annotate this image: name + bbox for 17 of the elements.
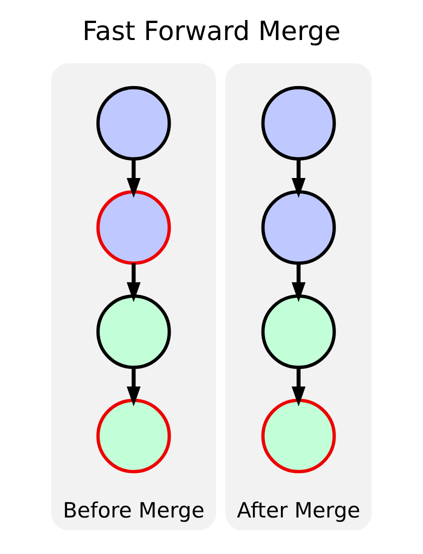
cluster: Before Merge bbox=[51, 63, 216, 530]
node-circle bbox=[261, 86, 336, 161]
arrow bbox=[126, 263, 141, 302]
arrow bbox=[292, 159, 306, 198]
node-circle bbox=[261, 190, 336, 265]
node-circle bbox=[261, 398, 336, 474]
node-circle bbox=[96, 190, 171, 265]
node-circle bbox=[96, 294, 171, 370]
cluster: After Merge bbox=[225, 63, 372, 530]
node-circle bbox=[96, 86, 171, 161]
arrow bbox=[292, 367, 306, 406]
arrow bbox=[292, 263, 306, 302]
diagram-title: Fast Forward Merge bbox=[82, 17, 341, 48]
node-circle bbox=[96, 398, 171, 474]
arrow bbox=[126, 367, 141, 406]
node-circle bbox=[261, 294, 336, 370]
arrow bbox=[126, 159, 141, 198]
